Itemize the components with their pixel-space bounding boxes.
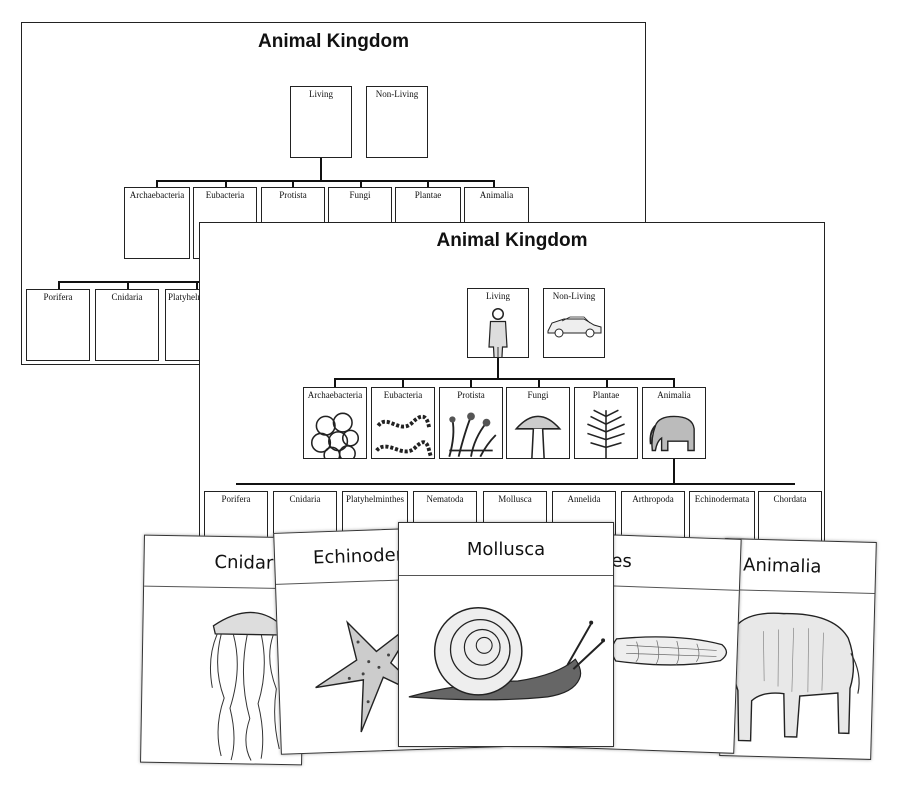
back-box-archaebacteria: Archaebacteria — [124, 187, 190, 259]
archaebacteria-icon — [310, 412, 360, 458]
back-connector-drop — [156, 180, 158, 187]
back-connector-drop — [360, 180, 362, 187]
front-connector-drop — [402, 378, 404, 387]
card-platyhelminthes: Platyhelminthes — [511, 531, 742, 754]
front-connector-drop — [606, 378, 608, 387]
front-connector-animalia — [673, 459, 675, 484]
front-phyla-connector — [236, 483, 795, 485]
mushroom-icon — [514, 415, 562, 458]
back-sheet-title: Animal Kingdom — [258, 31, 409, 52]
back-chart-sheet: Animal Kingdom Living Non-Living Archaeb… — [21, 22, 646, 365]
car-icon — [547, 316, 602, 338]
back-connector-drop — [127, 281, 129, 289]
front-box-eubacteria: Eubacteria — [371, 387, 435, 459]
back-connector-drop — [58, 281, 60, 289]
elephant-icon — [728, 612, 860, 742]
back-box-non-living: Non-Living — [366, 86, 428, 158]
front-box-fungi: Fungi — [506, 387, 570, 459]
human-figure-icon — [488, 308, 508, 357]
front-box-archaebacteria: Archaebacteria — [303, 387, 367, 459]
elephant-icon — [649, 415, 695, 452]
card-mollusca-label: Mollusca — [399, 523, 613, 576]
front-box-plantae: Plantae — [574, 387, 638, 459]
front-box-protista: Protista — [439, 387, 503, 459]
snail-icon — [408, 606, 606, 701]
protist-icon — [448, 412, 497, 458]
front-connector-vertical — [497, 358, 499, 379]
bacteria-chain-icon — [375, 414, 433, 458]
back-connector-horizontal — [156, 180, 493, 182]
front-chart-sheet: Animal Kingdom Living Non-Living Archaeb… — [199, 222, 825, 553]
back-connector-drop — [427, 180, 429, 187]
flatworm-icon — [611, 636, 728, 666]
front-box-living: Living — [467, 288, 529, 358]
jellyfish-icon — [209, 611, 285, 761]
card-animalia-label: Animalia — [724, 539, 876, 594]
front-box-non-living: Non-Living — [543, 288, 605, 358]
card-animalia: Animalia — [719, 538, 877, 760]
fern-icon — [587, 409, 625, 458]
back-connector-drop — [493, 180, 495, 187]
back-box-porifera: Porifera — [26, 289, 90, 361]
back-connector-drop — [225, 180, 227, 187]
front-sheet-title: Animal Kingdom — [436, 230, 588, 251]
back-box-cnidaria: Cnidaria — [95, 289, 159, 361]
card-cnidaria: Cnidaria — [140, 534, 306, 766]
back-connector-drop — [196, 281, 198, 289]
back-connector-vertical — [320, 158, 322, 181]
back-connector-drop — [292, 180, 294, 187]
front-connector-drop — [470, 378, 472, 387]
front-box-animalia: Animalia — [642, 387, 706, 459]
front-connector-drop — [538, 378, 540, 387]
back-phyla-connector — [58, 281, 208, 283]
back-box-living: Living — [290, 86, 352, 158]
front-connector-drop — [673, 378, 675, 387]
front-connector-horizontal — [334, 378, 674, 380]
front-connector-drop — [334, 378, 336, 387]
card-mollusca: Mollusca — [398, 522, 614, 747]
